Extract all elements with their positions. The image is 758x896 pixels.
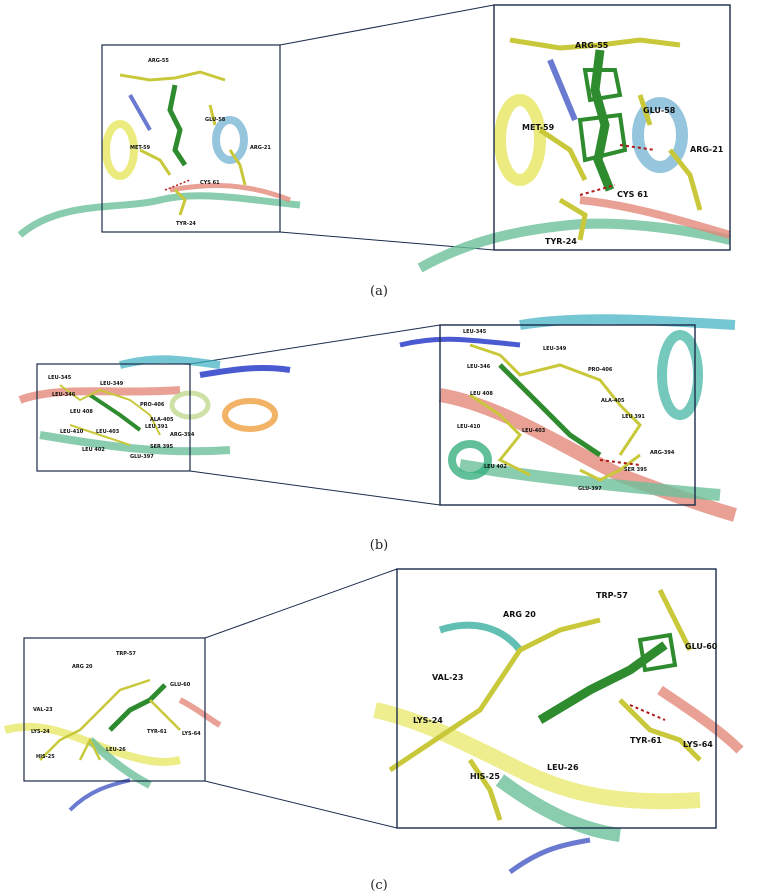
panel-b-caption: (b) <box>369 538 389 553</box>
protein-small-view <box>3 678 222 812</box>
panel-c-figure: ARG 20 TRP-57 GLU-60 VAL-23 LYS-24 TYR-6… <box>3 568 744 875</box>
zoom-connector-bottom <box>204 780 398 829</box>
label-small-7: HIS-25 <box>36 754 55 760</box>
label-small-2: GLU-60 <box>170 682 191 688</box>
label-zoom-0: LEU-345 <box>463 329 487 335</box>
label-zoom-6: LEU 391 <box>622 414 645 420</box>
zoom-box-small <box>101 44 281 233</box>
label-small-2: MET-59 <box>130 145 151 151</box>
panel-b-figure: LEU-345 LEU-349 LEU-346 PRO-406 LEU 408 … <box>18 314 737 522</box>
label-zoom-10: LEU 402 <box>484 464 507 470</box>
label-small-3: PRO-406 <box>140 402 165 408</box>
label-small-5: ALA-405 <box>150 417 174 423</box>
panel-b: LEU-345 LEU-349 LEU-346 PRO-406 LEU 408 … <box>0 305 758 560</box>
label-zoom-2: LEU-346 <box>467 364 491 370</box>
label-small-10: LEU 402 <box>82 447 105 453</box>
zoom-connector-top <box>279 4 495 46</box>
label-zoom-5: TYR-61 <box>630 736 662 745</box>
label-small-4: CYS 61 <box>200 180 220 186</box>
label-zoom-6: LYS-64 <box>683 740 713 749</box>
zoom-connector-top <box>204 568 398 639</box>
label-small-5: TYR-61 <box>147 729 167 735</box>
label-zoom-5: TYR-24 <box>545 237 577 246</box>
protein-zoom-view <box>417 37 732 273</box>
label-zoom-11: SER 395 <box>624 467 648 473</box>
panel-c-caption: (c) <box>370 878 388 893</box>
zoom-box-large <box>396 568 717 829</box>
zoom-connector-top <box>189 324 441 365</box>
label-small-0: ARG 20 <box>72 664 93 670</box>
label-small-5: TYR-24 <box>176 221 196 227</box>
label-zoom-3: PRO-406 <box>588 367 613 373</box>
label-small-0: ARG-55 <box>148 58 169 64</box>
label-zoom-3: VAL-23 <box>432 673 463 682</box>
label-small-6: LYS-64 <box>182 731 201 737</box>
label-small-7: LEU-410 <box>60 429 84 435</box>
label-small-11: SER 395 <box>150 444 174 450</box>
label-zoom-4: CYS 61 <box>617 190 649 199</box>
panel-a-caption: (a) <box>370 284 388 299</box>
label-small-4: LYS-24 <box>31 729 50 735</box>
label-zoom-8: LEU-403 <box>522 428 546 434</box>
label-small-1: TRP-57 <box>116 651 136 657</box>
label-zoom-12: GLU-397 <box>578 486 602 492</box>
label-small-4: LEU 408 <box>70 409 93 415</box>
label-small-1: GLU-58 <box>205 117 226 123</box>
label-zoom-2: MET-59 <box>522 123 555 132</box>
label-small-12: GLU-397 <box>130 454 154 460</box>
protein-zoom-view <box>399 314 737 522</box>
zoom-box-large <box>439 324 696 506</box>
label-small-2: LEU-346 <box>52 392 76 398</box>
label-zoom-9: ARG-394 <box>650 450 675 456</box>
label-zoom-8: LEU-26 <box>547 763 579 772</box>
label-small-3: VAL-23 <box>33 707 53 713</box>
label-zoom-4: LYS-24 <box>413 716 443 725</box>
label-zoom-4: LEU 408 <box>470 391 493 397</box>
label-zoom-1: LEU-349 <box>543 346 567 352</box>
panel-a: ARG-55 GLU-58 MET-59 ARG-21 CYS 61 TYR-2… <box>0 0 758 300</box>
zoom-connector-bottom <box>189 470 441 506</box>
label-zoom-3: ARG-21 <box>690 145 724 154</box>
label-zoom-5: ALA-405 <box>601 398 625 404</box>
label-zoom-7: HIS-25 <box>470 772 500 781</box>
label-zoom-0: ARG-55 <box>575 41 609 50</box>
protein-zoom-view <box>373 588 744 875</box>
label-zoom-0: ARG 20 <box>503 610 536 619</box>
label-zoom-2: GLU-60 <box>685 642 718 651</box>
label-small-8: LEU-403 <box>96 429 120 435</box>
label-small-6: LEU 391 <box>145 424 168 430</box>
panel-c: ARG 20 TRP-57 GLU-60 VAL-23 LYS-24 TYR-6… <box>0 560 758 896</box>
zoom-box-large <box>493 4 731 251</box>
label-small-8: LEU-26 <box>106 747 126 753</box>
label-zoom-1: GLU-58 <box>643 106 676 115</box>
label-small-1: LEU-349 <box>100 381 124 387</box>
label-zoom-7: LEU-410 <box>457 424 481 430</box>
label-small-3: ARG-21 <box>250 145 271 151</box>
zoom-box-small <box>23 637 206 782</box>
protein-small-view <box>17 70 301 238</box>
panel-a-figure: ARG-55 GLU-58 MET-59 ARG-21 CYS 61 TYR-2… <box>17 4 732 273</box>
zoom-box-small <box>36 363 191 472</box>
label-small-9: ARG-394 <box>170 432 195 438</box>
label-small-0: LEU-345 <box>48 375 72 381</box>
label-zoom-1: TRP-57 <box>596 591 628 600</box>
